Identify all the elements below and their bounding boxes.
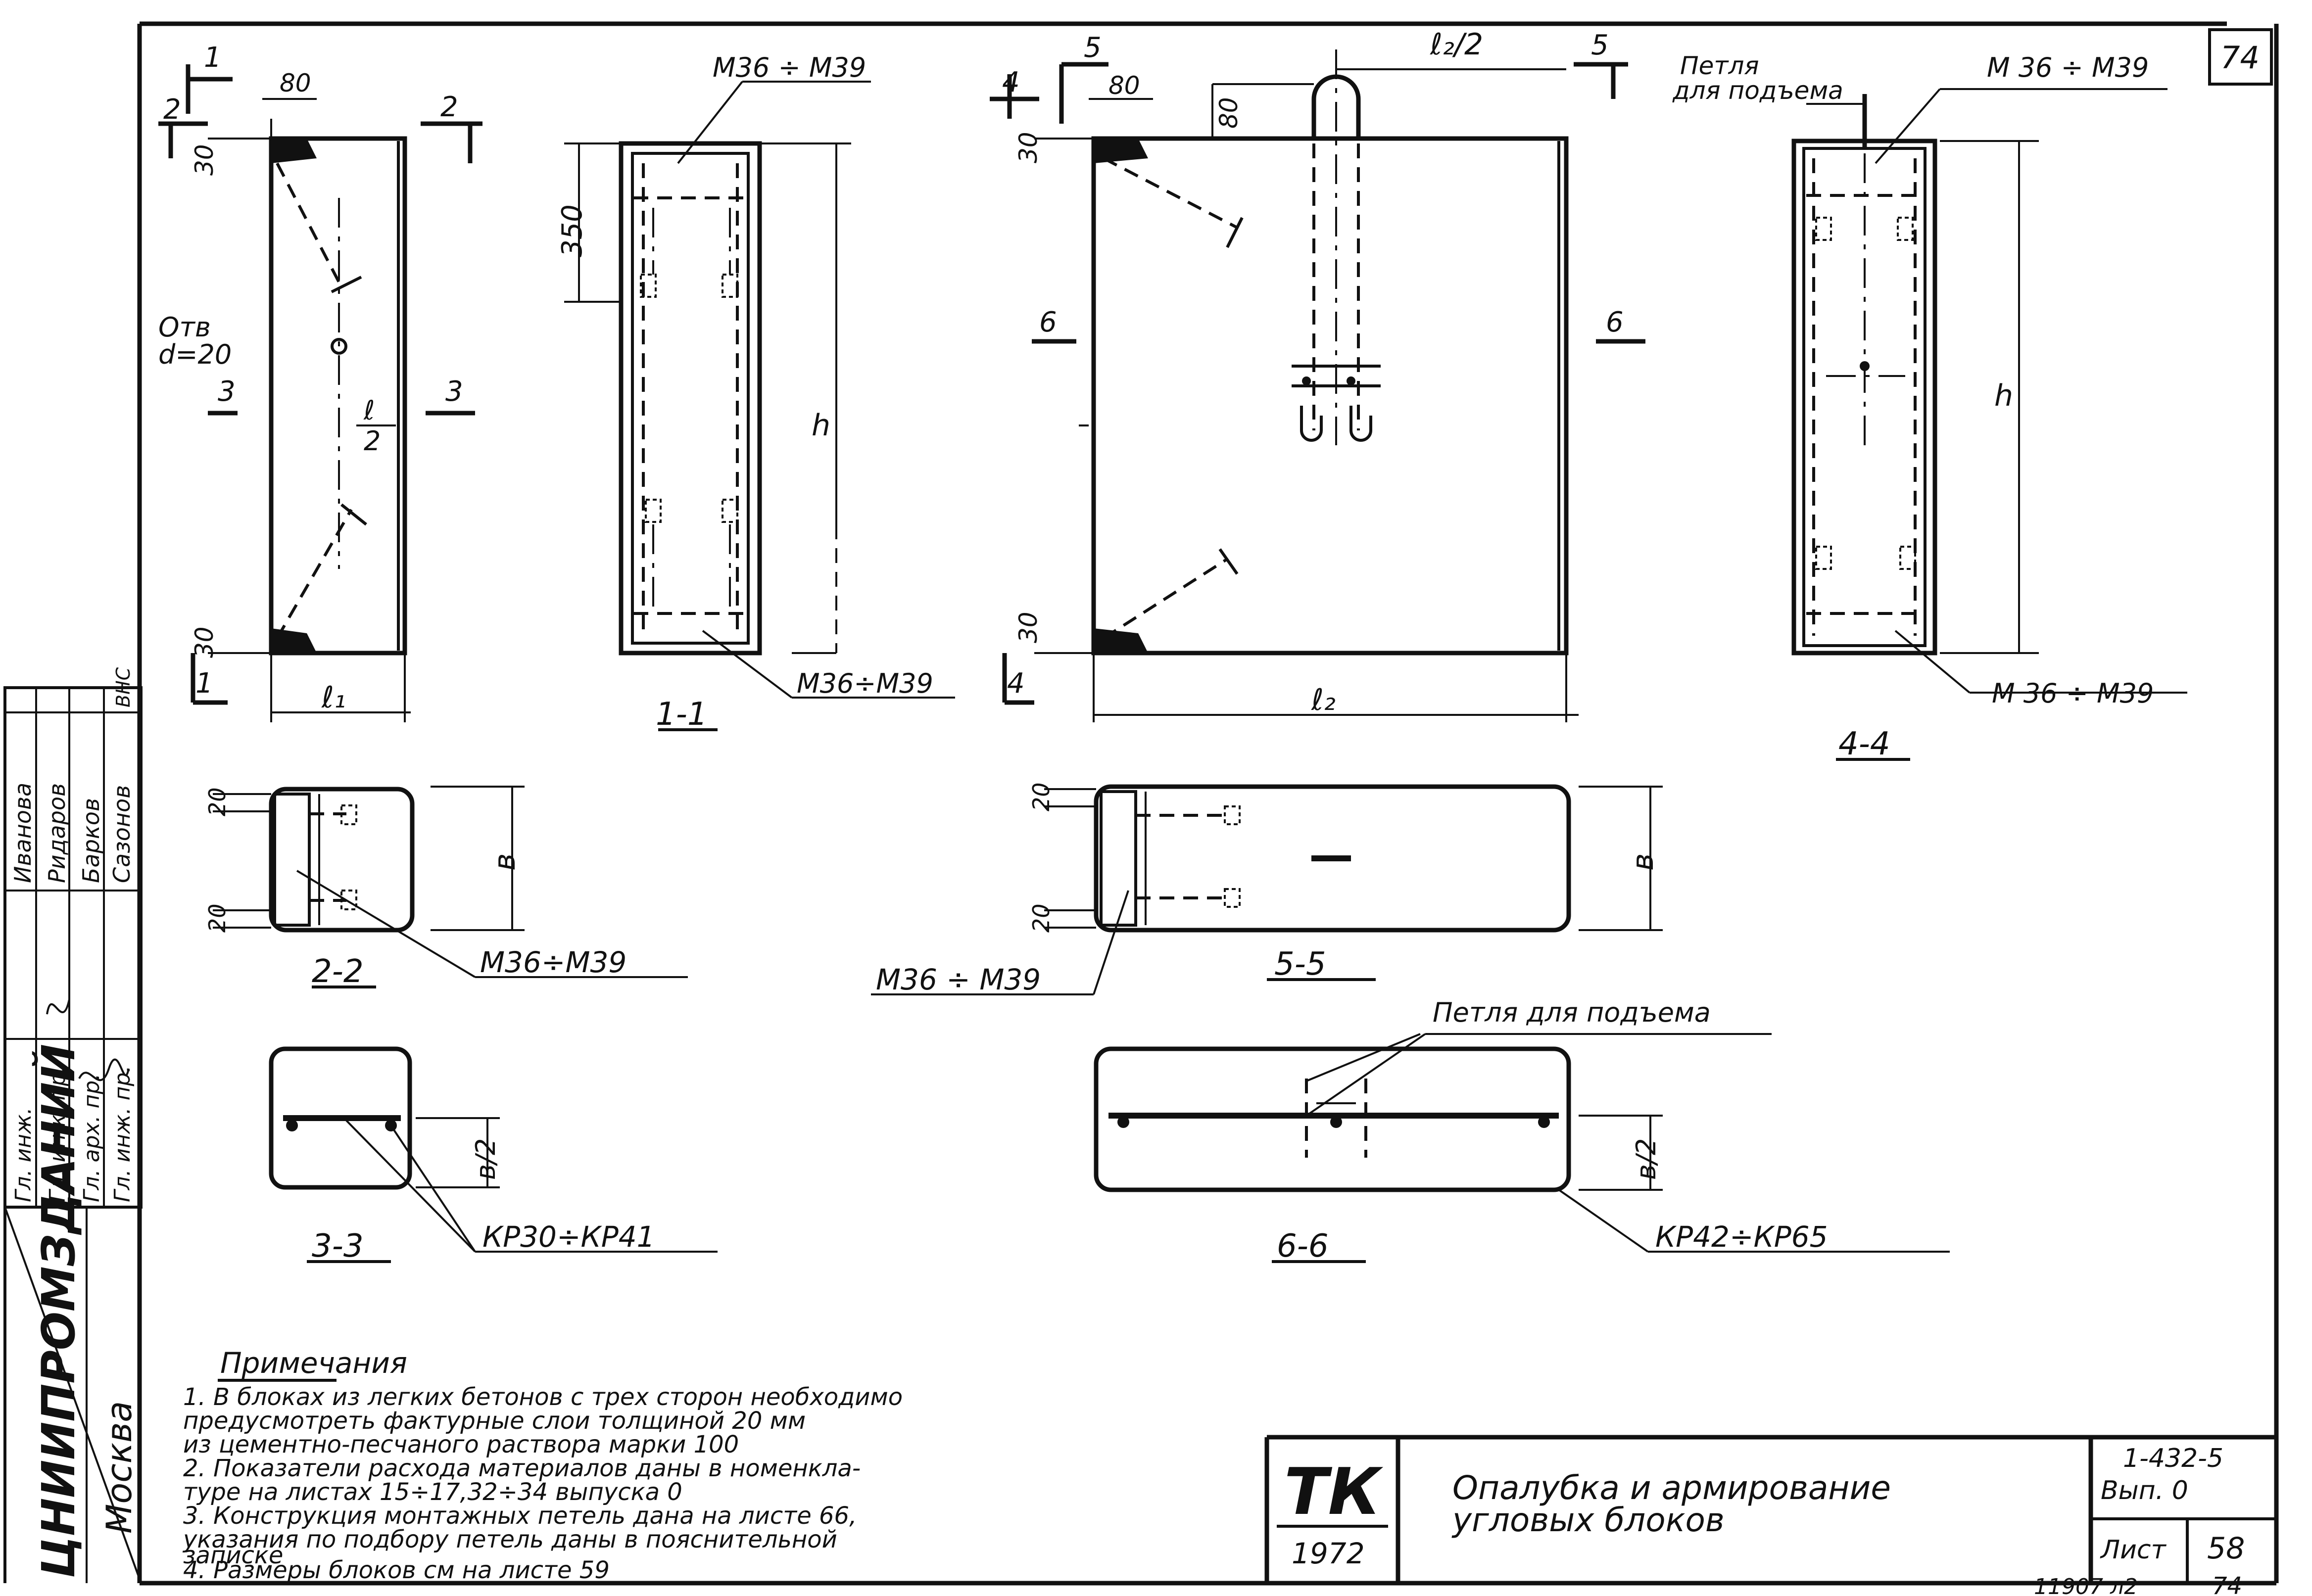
- loop-label-4-4-line-1: Петля: [1680, 51, 1759, 80]
- cut-mark-4-bottom: 4: [1007, 667, 1025, 700]
- sheet-number: 58: [2207, 1531, 2245, 1566]
- archive-number: 11907 л2: [2034, 1574, 2138, 1596]
- page-number-top: 74: [2220, 40, 2260, 76]
- stamp-top-fragment: ВНС: [112, 667, 134, 707]
- label-m36-m39-c: М36÷М39: [480, 945, 626, 979]
- tk-logo: ТК: [1284, 1454, 1384, 1529]
- section-title-3-3: 3-3: [312, 1228, 364, 1265]
- hole-label-2: d=20: [158, 339, 232, 370]
- cut-mark-6-right: 6: [1606, 306, 1624, 338]
- dim-30-a: 30: [190, 144, 219, 176]
- label-kr42-kr65: КР42÷КР65: [1655, 1220, 1828, 1254]
- section-title-1-1: 1-1: [656, 696, 708, 733]
- dim-20-c: 20: [1028, 782, 1055, 811]
- cut-mark-5-top-right: 5: [1591, 29, 1609, 61]
- section-1-1: [564, 81, 955, 731]
- label-m36-m39-e: М 36 ÷ М39: [1987, 52, 2149, 83]
- drawing-title-line-1: Опалубка и армирование: [1452, 1469, 1891, 1507]
- stamp-role-3: Гл. инж. пр.: [45, 1066, 70, 1202]
- series-code: 1-432-5: [2123, 1444, 2223, 1473]
- dim-80-a: 80: [280, 69, 311, 97]
- title-block: [1264, 1435, 2276, 1583]
- section-title-5-5: 5-5: [1274, 946, 1326, 983]
- section-2-2: [213, 786, 688, 988]
- page-number-bottom: 74: [2212, 1572, 2242, 1596]
- cut-mark-2-left: 2: [163, 94, 181, 126]
- dim-l1: ℓ₁: [321, 680, 346, 715]
- section-5-5: [871, 784, 1663, 995]
- view-elevation-l1: [158, 64, 482, 722]
- section-3-3: [269, 1046, 718, 1263]
- label-m36-m39-a: М36 ÷ М39: [713, 52, 866, 83]
- approval-stamp: [3, 686, 143, 1584]
- dim-h-a: h: [812, 408, 830, 443]
- stamp-name-2: Барков: [78, 798, 104, 883]
- loop-label-6-6: Петля для подъема: [1433, 997, 1711, 1028]
- cut-mark-6-left: 6: [1039, 306, 1057, 338]
- dim-b-a: в: [487, 853, 522, 871]
- cut-mark-1-top: 1: [204, 42, 222, 74]
- section-title-6-6: 6-6: [1277, 1228, 1329, 1265]
- series-issue: Вып. 0: [2101, 1476, 2188, 1505]
- stamp-role-1: Гл. инж. пр.: [110, 1066, 135, 1202]
- stamp-name-1: Сазонов: [108, 785, 135, 883]
- dim-30-b: 30: [190, 626, 219, 658]
- dim-b-half-b: в/2: [1631, 1138, 1662, 1180]
- cut-mark-1-bottom: 1: [195, 667, 213, 700]
- drawing-title-line-2: угловых блоков: [1451, 1501, 1725, 1539]
- hole-label-1: Отв: [158, 312, 211, 343]
- label-m36-m39-d: М36 ÷ М39: [876, 963, 1041, 996]
- label-m36-m39-b: М36÷М39: [797, 668, 933, 699]
- dim-l2: ℓ₂: [1311, 683, 1336, 717]
- stamp-name-3: Ридаров: [44, 783, 70, 883]
- dim-h-b: h: [1994, 378, 2013, 413]
- dim-80-b: 80: [1108, 71, 1140, 100]
- note-line-2: предусмотреть фактурные слои толщиной 20…: [183, 1407, 806, 1435]
- note-line-4: 2. Показатели расхода материалов даны в …: [183, 1455, 861, 1482]
- note-line-8: записке: [183, 1542, 283, 1569]
- view-elevation-l2: [990, 49, 1645, 722]
- cut-mark-5-top-left: 5: [1084, 32, 1102, 64]
- dim-l-numerator: ℓ: [363, 395, 375, 426]
- dim-80-c: 80: [1214, 97, 1243, 129]
- note-line-9: 4. Размеры блоков см на листе 59: [183, 1556, 610, 1584]
- note-line-7: указания по подбору петель даны в поясни…: [182, 1526, 837, 1553]
- label-m36-m39-f: М 36 ÷ М39: [1992, 678, 2154, 709]
- dim-b-b: в: [1626, 853, 1660, 871]
- note-line-6: 3. Конструкция монтажных петель дана на …: [183, 1502, 857, 1530]
- section-title-4-4: 4-4: [1838, 726, 1890, 762]
- dim-350: 350: [556, 204, 588, 257]
- dim-20-b: 20: [204, 903, 231, 933]
- dim-30-d: 30: [1014, 611, 1043, 643]
- stamp-name-4: Иванова: [9, 783, 36, 883]
- cut-mark-3-left: 3: [218, 376, 236, 408]
- section-title-2-2: 2-2: [312, 953, 364, 990]
- cut-mark-2-right: 2: [440, 91, 458, 123]
- cut-mark-4-top: 4: [1002, 66, 1020, 98]
- loop-label-4-4-line-2: для подъема: [1672, 76, 1843, 105]
- label-kr30-kr41: КР30÷КР41: [482, 1220, 655, 1254]
- dim-20-a: 20: [204, 787, 231, 816]
- dim-l2-half: ℓ₂/2: [1430, 27, 1483, 62]
- section-4-4: [1791, 88, 2187, 761]
- dim-l-denominator: 2: [364, 425, 381, 457]
- note-line-1: 1. В блоках из легких бетонов с трех сто…: [183, 1383, 903, 1411]
- note-line-5: туре на листах 15÷17,32÷34 выпуска 0: [183, 1478, 682, 1506]
- organization-name: ЦНИИПРОМЗДАНИЙ: [32, 1044, 85, 1578]
- organization-city: Москва: [99, 1401, 140, 1534]
- notes-heading: Примечания: [220, 1346, 407, 1380]
- stamp-role-2: Гл. арх. пр.: [79, 1074, 104, 1202]
- tk-year: 1972: [1292, 1537, 1365, 1570]
- cut-mark-3-right: 3: [445, 376, 463, 408]
- section-6-6: [1094, 1033, 1950, 1263]
- sheet-frame: [137, 21, 2279, 1586]
- stamp-role-4: Гл. инж.: [11, 1107, 36, 1202]
- note-line-3: из цементно-песчаного раствора марки 100: [183, 1431, 739, 1458]
- sheet-label: Лист: [2100, 1535, 2167, 1565]
- dim-20-d: 20: [1028, 903, 1055, 933]
- dim-b-half-a: в/2: [470, 1138, 501, 1180]
- dim-30-c: 30: [1014, 132, 1043, 163]
